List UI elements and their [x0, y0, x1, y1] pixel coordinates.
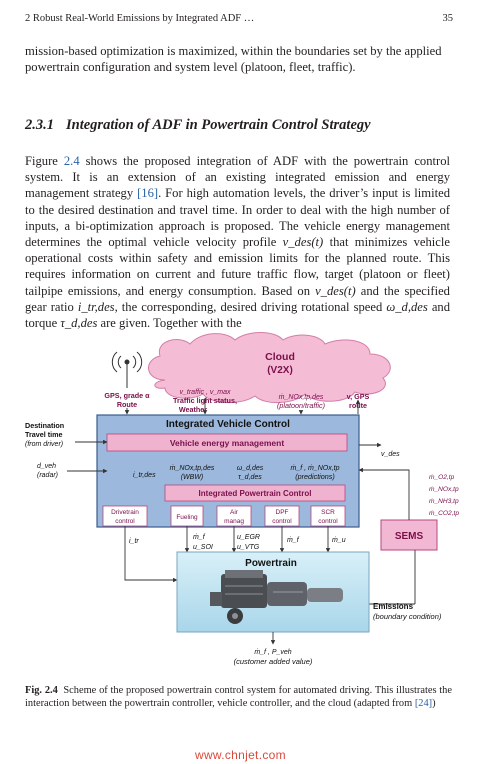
- scr-label: SCR: [321, 509, 335, 516]
- sems-box: [380, 519, 438, 551]
- drivetrain-label: control: [115, 518, 135, 525]
- air-label: Air: [230, 509, 239, 516]
- engine-image: [210, 570, 343, 624]
- figure-link[interactable]: 2.4: [63, 154, 80, 168]
- wbw-label: (WBW): [181, 474, 204, 481]
- scr-label: control: [318, 518, 338, 525]
- vem-title: Vehicle energy management: [170, 438, 284, 448]
- nox-wbw: ṁ_NOx,tp,des: [170, 465, 215, 472]
- uegr-label: u_EGR: [237, 534, 260, 541]
- running-header: 2 Robust Real-World Emissions by Integra…: [25, 13, 453, 24]
- sems-signal: ṁ_NH3,tp: [429, 498, 459, 505]
- pred-vars: ṁ_f , ṁ_NOx,tp: [290, 465, 339, 472]
- math-vdes: v_des(t): [282, 235, 324, 250]
- caption-citation-link[interactable]: [24]: [414, 698, 433, 709]
- air-manag-box: Air manag: [216, 505, 252, 527]
- dpf-label: DPF: [276, 509, 289, 516]
- mf-label: ṁ_f: [193, 534, 206, 541]
- uvtg-label: u_VTG: [237, 544, 260, 551]
- nox-cloud: ṁ_NOx,tp,des: [279, 394, 324, 401]
- figure-caption: Fig. 2.4 Scheme of the proposed powertra…: [25, 684, 452, 710]
- text-run: are given. Together with the: [97, 316, 242, 331]
- text-run: , the corresponding, desired driving rot…: [114, 299, 387, 314]
- ipc-title: Integrated Powertrain Control: [199, 489, 312, 498]
- radar-label: (radar): [37, 472, 58, 479]
- text-run: that minimizes vehicle operational costs…: [25, 235, 450, 298]
- drivetrain-label: Drivetrain: [111, 509, 139, 516]
- intro-paragraph: mission-based optimization is maximized,…: [25, 43, 450, 75]
- section-number: 2.3.1: [25, 117, 54, 133]
- destination-label: Destination: [25, 421, 64, 430]
- caption-text: Scheme of the proposed powertrain contro…: [25, 685, 452, 709]
- customer-value-label: (customer added value): [234, 657, 313, 666]
- page-number: 35: [442, 13, 454, 24]
- sems-signal: ṁ_O2,tp: [429, 474, 455, 481]
- ipc-bar: [164, 484, 346, 502]
- figure-diagram: Cloud (V2X) GPS, grade α Route v_traffic…: [25, 332, 459, 666]
- omega-des: ω_d,des: [237, 465, 264, 472]
- watermark: www.chnjet.com: [195, 748, 286, 762]
- control-arrows: [124, 526, 331, 583]
- drivetrain-control-box: Drivetrain control: [102, 505, 148, 527]
- text-run: and torque: [25, 299, 450, 331]
- antenna-icon: [111, 351, 143, 388]
- itr-label: i_tr: [129, 538, 139, 545]
- platoon-traffic: (platoon/traffic): [277, 401, 325, 410]
- sems-signal: ṁ_CO2,tp: [429, 510, 459, 517]
- powertrain-title: Powertrain: [245, 558, 297, 569]
- math-itr: i_tr,des: [77, 299, 115, 314]
- predictions-label: (predictions): [295, 472, 335, 481]
- math-tau: τ_d,des: [60, 316, 98, 331]
- travel-time-label: Travel time: [25, 430, 63, 439]
- sems-title: SEMS: [395, 531, 424, 542]
- text-run: and the specified gear ratio: [25, 283, 450, 314]
- text-run: Figure: [25, 154, 64, 168]
- sems-signal: ṁ_NOx,tp: [429, 486, 459, 493]
- dpf-label: control: [272, 518, 292, 525]
- math-omega: ω_d,des: [386, 299, 428, 314]
- cloud-shape: [148, 332, 391, 403]
- output-vars: ṁ_f , P_veh: [254, 649, 291, 656]
- ivc-title: Integrated Vehicle Control: [166, 419, 290, 430]
- caption-label: Fig. 2.4: [25, 685, 58, 696]
- section-title: Integration of ADF in Powertrain Control…: [66, 117, 371, 133]
- section-heading: 2.3.1 Integration of ADF in Powertrain Co…: [25, 117, 371, 134]
- cloud-title: Cloud: [265, 351, 295, 363]
- cloud-subtitle: (V2X): [267, 365, 293, 376]
- intro-line: powertrain configuration and system leve…: [25, 60, 356, 75]
- air-label: manag: [224, 518, 244, 525]
- traffic-vars: v_traffic , v_max: [180, 389, 231, 396]
- text-run: shows the proposed integration of ADF wi…: [25, 154, 451, 201]
- fueling-box: Fueling: [170, 505, 204, 527]
- mf2-label: ṁ_f: [287, 537, 300, 544]
- dveh-label: d_veh: [37, 463, 56, 470]
- usoi-label: u_SOI: [193, 544, 213, 551]
- weather-label: Weather: [179, 405, 207, 414]
- running-title: 2 Robust Real-World Emissions by Integra…: [25, 13, 255, 24]
- body-paragraph: Figure 2.4 shows the proposed integratio…: [25, 153, 450, 331]
- mu-label: ṁ_u: [332, 537, 346, 544]
- sems-links: [358, 467, 416, 605]
- dpf-control-box: DPF control: [264, 505, 300, 527]
- math-vdes: v_des(t): [315, 283, 356, 298]
- tau-des: τ_d,des: [238, 474, 262, 481]
- citation-link[interactable]: [16]: [137, 186, 159, 201]
- caption-end: ): [432, 698, 436, 709]
- fueling-label: Fueling: [176, 514, 198, 521]
- emissions-label: Emissions: [373, 602, 414, 611]
- boundary-label: (boundary condition): [373, 612, 442, 621]
- gps-label: GPS, grade α: [104, 391, 150, 400]
- itr-des: i_tr,des: [133, 472, 156, 479]
- from-driver-label: (from driver): [25, 441, 63, 448]
- v-gps: v, GPS: [347, 392, 370, 401]
- intro-line: mission-based optimization is maximized,…: [25, 44, 442, 58]
- vdes-label: v_des: [381, 451, 400, 458]
- cloud-arrows: [124, 398, 361, 415]
- scr-control-box: SCR control: [310, 505, 346, 527]
- route-label: Route: [117, 400, 137, 409]
- text-run: . For high automation levels, the driver…: [25, 186, 450, 250]
